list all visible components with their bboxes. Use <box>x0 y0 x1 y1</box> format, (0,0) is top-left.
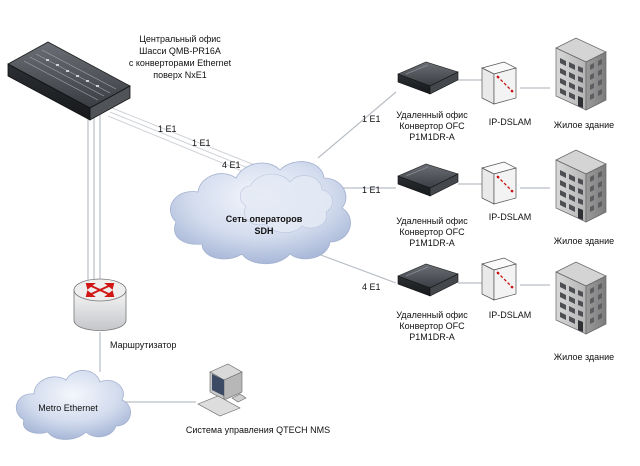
central-chassis-desc2: поверх NxE1 <box>153 70 206 80</box>
dslam-icon[interactable] <box>481 161 517 205</box>
central-office-title: Центральный офис <box>139 34 221 44</box>
svg-text:Конвертор OFC: Конвертор OFC <box>399 227 465 237</box>
dslam-label: IP-DSLAM <box>489 117 532 127</box>
router-icon[interactable] <box>73 278 127 331</box>
sdh-cloud-title: Сеть операторов <box>226 214 303 224</box>
building-icon[interactable] <box>555 261 607 335</box>
metro-ethernet-label: Metro Ethernet <box>38 403 98 413</box>
dslam-icon[interactable] <box>481 257 517 301</box>
building-label: Жилое здание <box>554 352 614 362</box>
svg-text:Удаленный офис: Удаленный офис <box>396 110 468 120</box>
link-label: 1 E1 <box>192 138 211 148</box>
nms-workstation-icon[interactable] <box>197 363 247 417</box>
building-label: Жилое здание <box>554 120 614 130</box>
dslam-label: IP-DSLAM <box>489 212 532 222</box>
building-icon[interactable] <box>555 149 607 223</box>
sdh-cloud-subtitle: SDH <box>254 226 273 236</box>
sdh-cloud-icon[interactable] <box>170 161 351 265</box>
central-chassis-icon[interactable] <box>7 41 131 121</box>
link-label: 1 E1 <box>158 124 177 134</box>
metro-ethernet-cloud-icon[interactable] <box>15 370 131 440</box>
router-label: Маршрутизатор <box>110 340 176 350</box>
svg-text:P1M1DR-A: P1M1DR-A <box>409 332 455 342</box>
svg-text:Конвертор OFC: Конвертор OFC <box>399 321 465 331</box>
link-label: 4 E1 <box>222 160 241 170</box>
building-icon[interactable] <box>555 37 607 111</box>
link-label: 1 E1 <box>362 114 381 124</box>
svg-text:P1M1DR-A: P1M1DR-A <box>409 132 455 142</box>
svg-text:Удаленный офис: Удаленный офис <box>396 216 468 226</box>
svg-text:P1M1DR-A: P1M1DR-A <box>409 238 455 248</box>
converter-icon[interactable] <box>397 263 459 297</box>
svg-text:Удаленный офис: Удаленный офис <box>396 310 468 320</box>
link-label: 1 E1 <box>362 185 381 195</box>
remote-office-label: Удаленный офис Конвертор OFC P1M1DR-A <box>396 110 468 142</box>
link-label: 4 E1 <box>362 282 381 292</box>
remote-office-label: Удаленный офис Конвертор OFC P1M1DR-A <box>396 216 468 248</box>
dslam-label: IP-DSLAM <box>489 310 532 320</box>
central-chassis-desc: с конверторами Ethernet <box>129 58 232 68</box>
nms-label: Система управления QTECH NMS <box>186 425 330 435</box>
remote-office-label: Удаленный офис Конвертор OFC P1M1DR-A <box>396 310 468 342</box>
dslam-icon[interactable] <box>481 61 517 105</box>
building-label: Жилое здание <box>554 236 614 246</box>
converter-icon[interactable] <box>397 61 459 95</box>
svg-text:Конвертор OFC: Конвертор OFC <box>399 121 465 131</box>
central-chassis-model: Шасси QMB-PR16A <box>139 46 221 56</box>
converter-icon[interactable] <box>397 163 459 197</box>
links-layer <box>87 79 550 403</box>
